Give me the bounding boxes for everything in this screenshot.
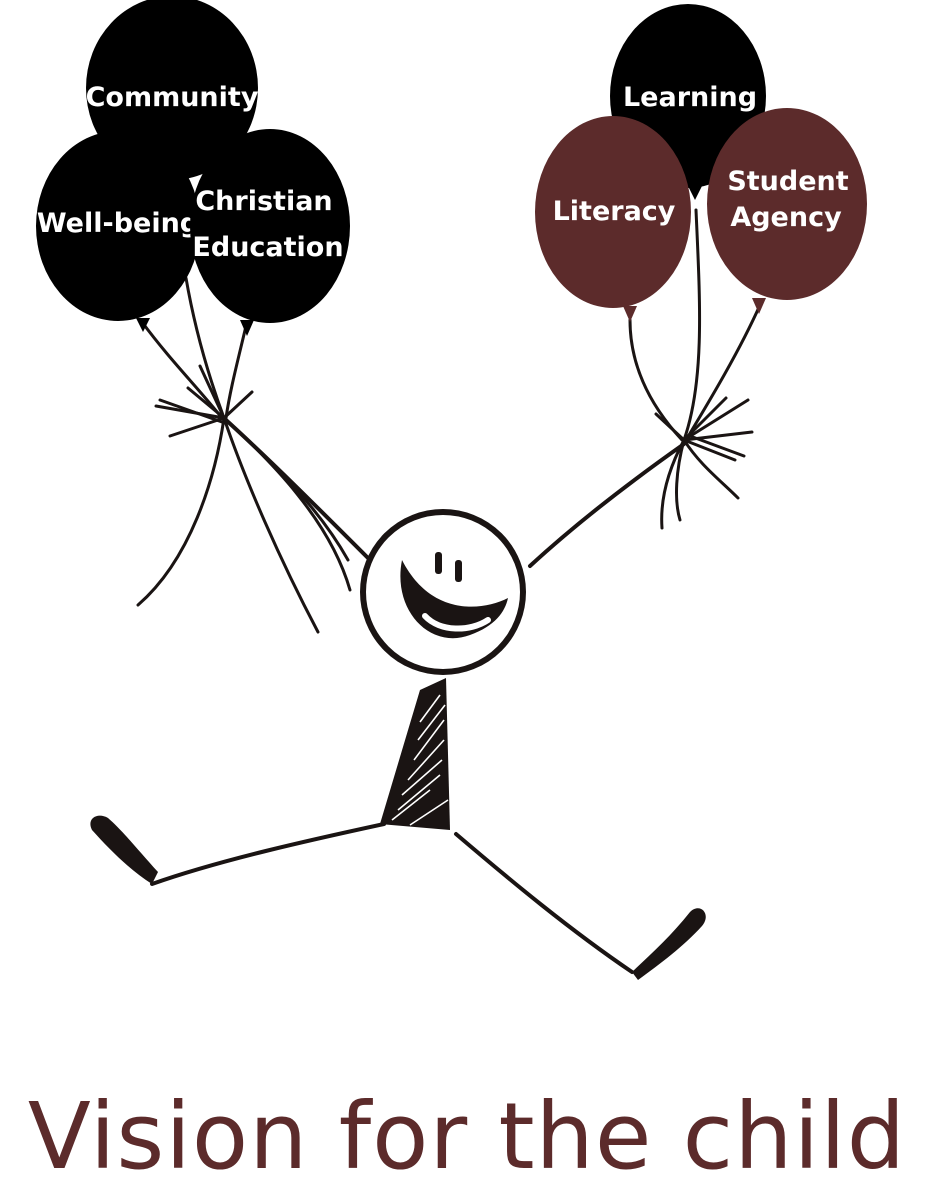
right-hand [654,396,754,462]
left-eye [435,552,442,574]
balloon-christian-label-line1: Christian [195,186,332,217]
balloon-student-label-line1: Student [727,166,848,197]
balloon-literacy: Literacy [535,116,691,322]
balloon-community-label: Community [86,82,259,113]
balloon-wellbeing-label: Well-being [37,208,199,239]
balloon-student-label-line2: Agency [730,202,842,233]
balloon-wellbeing: Well-being [36,131,200,332]
left-leg [90,815,386,886]
balloon-christian-education: Christian Education [190,129,350,336]
left-balloon-strings [136,276,352,634]
right-eye [455,560,462,582]
balloon-christian-label-line2: Education [192,232,343,263]
balloon-learning-label: Learning [623,82,757,113]
balloon-literacy-label: Literacy [553,196,676,227]
left-hand [154,364,254,438]
right-leg [454,832,706,980]
stick-body [380,678,450,830]
right-arm [528,442,686,568]
smiley-head [360,509,526,675]
balloon-student-agency: Student Agency [707,108,867,314]
left-arm [224,418,372,562]
vision-caption: Vision for the child [27,1083,907,1190]
